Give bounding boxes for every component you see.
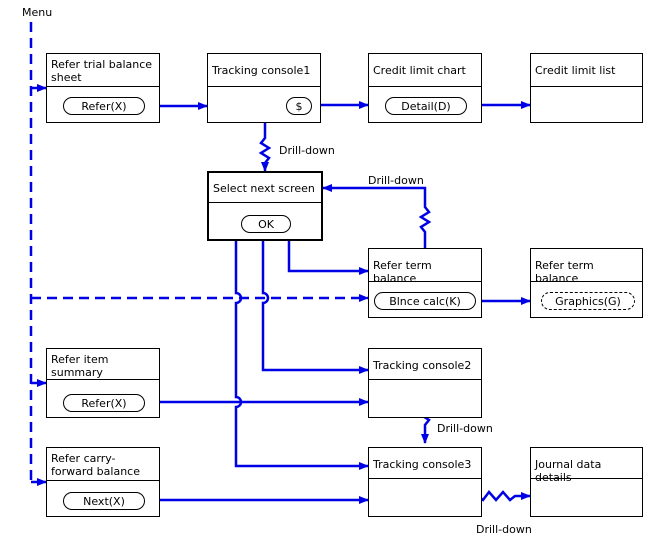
select-next-screen-title: Select next screen [213, 182, 315, 195]
menu-label: Menu [22, 6, 53, 19]
tracking-console3-title: Tracking console3 [373, 458, 472, 471]
refer-carry-forward-title: Refer carry-forward balance [51, 452, 140, 478]
drilldown-label-console3: Drill-down [476, 523, 532, 536]
credit-limit-chart-title: Credit limit chart [373, 64, 466, 77]
drilldown-label-term-balance: Drill-down [368, 174, 424, 187]
credit-limit-chart-box: Credit limit chart Detail(D) [368, 53, 482, 123]
tracking-console2-title: Tracking console2 [373, 359, 472, 372]
refer-term-balance-box: Refer term balance Blnce calc(K) [368, 248, 482, 318]
refer-item-summary-title: Refer item summary [51, 353, 109, 379]
arrow-select-to-console3 [234, 240, 369, 470]
tracking-console1-dollar-button[interactable]: $ [286, 97, 312, 115]
journal-data-details-box: Journal data details [530, 447, 643, 517]
drilldown-label-console2: Drill-down [437, 422, 493, 435]
tracking-console2-box: Tracking console2 [368, 348, 482, 418]
drilldown-label-console1: Drill-down [279, 144, 335, 157]
journal-data-details-title: Journal data details [535, 458, 602, 484]
graphics-button[interactable]: Graphics(G) [541, 292, 635, 310]
arrow-select-to-term [287, 240, 369, 275]
balance-calc-button[interactable]: Blnce calc(K) [374, 292, 476, 310]
credit-limit-detail-button[interactable]: Detail(D) [385, 97, 467, 115]
select-next-screen-box: Select next screen OK [207, 171, 323, 241]
refer-carry-forward-box: Refer carry-forward balance Next(X) [46, 447, 160, 517]
arrow-select-to-console2 [261, 240, 369, 374]
next-button[interactable]: Next(X) [63, 492, 145, 510]
tracking-console1-box: Tracking console1 $ [207, 53, 321, 123]
ok-button[interactable]: OK [241, 215, 291, 233]
refer-trial-balance-title: Refer trial balance sheet [51, 58, 153, 84]
drilldown-console1-select [258, 123, 272, 172]
refer-item-summary-box: Refer item summary Refer(X) [46, 348, 160, 418]
refer-trial-balance-button[interactable]: Refer(X) [63, 97, 145, 115]
drilldown-term-to-select [322, 184, 432, 248]
refer-item-summary-button[interactable]: Refer(X) [63, 394, 145, 412]
tracking-console1-title: Tracking console1 [212, 64, 311, 77]
refer-trial-balance-box: Refer trial balance sheet Refer(X) [46, 53, 160, 123]
refer-term-balance-graph-box: Refer term balance Graphics(G) [530, 248, 643, 318]
credit-limit-list-title: Credit limit list [535, 64, 616, 77]
credit-limit-list-box: Credit limit list [530, 53, 643, 123]
tracking-console3-box: Tracking console3 [368, 447, 482, 517]
